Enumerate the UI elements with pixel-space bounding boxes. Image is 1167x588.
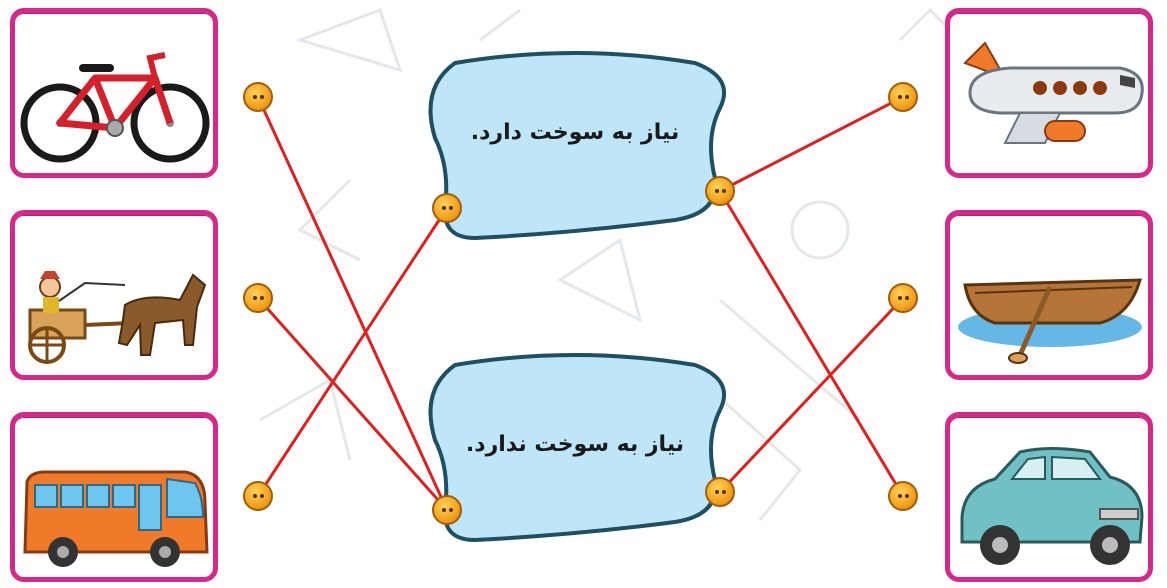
airplane-icon xyxy=(950,13,1148,173)
dot-airplane[interactable] xyxy=(888,82,918,112)
category-label-no-fuel: نیاز به سوخت ندارد. xyxy=(415,432,735,457)
rowboat-icon xyxy=(950,215,1148,375)
card-horse-cart[interactable] xyxy=(10,210,218,380)
dot-car[interactable] xyxy=(888,481,918,511)
horse-cart-icon xyxy=(15,215,213,375)
dot-needs-fuel-right[interactable] xyxy=(705,176,735,206)
category-no-fuel: نیاز به سوخت ندارد. xyxy=(415,350,735,542)
bus-icon xyxy=(15,417,213,577)
dot-bus[interactable] xyxy=(243,481,273,511)
dot-bicycle[interactable] xyxy=(243,82,273,112)
category-needs-fuel: نیاز به سوخت دارد. xyxy=(415,48,735,240)
card-bicycle[interactable] xyxy=(10,8,218,178)
card-airplane[interactable] xyxy=(945,8,1153,178)
dot-rowboat[interactable] xyxy=(888,283,918,313)
card-bus[interactable] xyxy=(10,412,218,582)
card-rowboat[interactable] xyxy=(945,210,1153,380)
category-label-needs-fuel: نیاز به سوخت دارد. xyxy=(415,120,735,145)
dot-horse-cart[interactable] xyxy=(243,283,273,313)
dot-no-fuel-left[interactable] xyxy=(432,495,462,525)
dot-needs-fuel-left[interactable] xyxy=(432,193,462,223)
card-car[interactable] xyxy=(945,412,1153,582)
bicycle-icon xyxy=(15,13,213,173)
dot-no-fuel-right[interactable] xyxy=(705,477,735,507)
car-icon xyxy=(950,417,1148,577)
